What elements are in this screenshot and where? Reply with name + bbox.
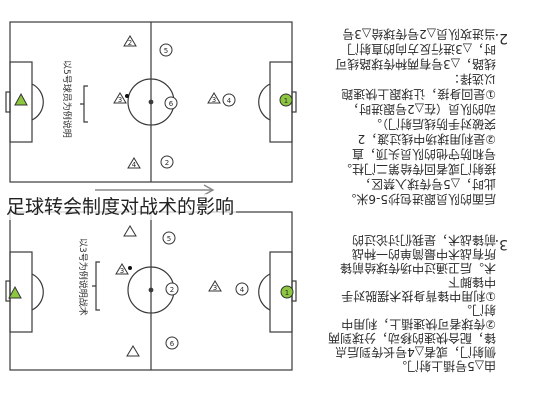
opponent-circle [165, 282, 179, 296]
penalty-arc-left [31, 273, 44, 311]
opponent-circle [162, 231, 176, 245]
player-triangle [123, 225, 137, 237]
section-line: ①是回身接，让球跟上快速跑 [341, 87, 496, 102]
section-number: 2. [495, 30, 508, 46]
section-line: ②传球者可快速插上，利用中 [341, 317, 496, 332]
opponent-label: 6 [170, 340, 175, 348]
section-line: 锋，配合快速的移动，分球到两 [328, 331, 496, 346]
player-label: 2 [128, 39, 132, 47]
player-label: 4 [132, 161, 137, 169]
opponent-circle [164, 96, 178, 110]
penalty-arc-right [258, 83, 271, 121]
goal-left [5, 91, 11, 113]
opponent-circle [222, 93, 236, 107]
center-spot [148, 99, 154, 105]
bracket-mark [80, 85, 88, 123]
opponent-label: 2 [165, 159, 169, 167]
section-line: 前锋战术，是我们讨论过的 [352, 233, 496, 248]
caption-title: 足球转会制度对战术的影响 [4, 194, 237, 220]
goalkeeper-triangle [8, 285, 22, 299]
opponent-label: 4 [227, 97, 232, 105]
player-triangle [123, 35, 137, 47]
section-line: ②是利用球场中线过渡，2 [358, 132, 496, 147]
penalty-arc-right [258, 273, 271, 311]
player-label: 3 [212, 96, 216, 104]
goalkeeper-triangle [14, 92, 28, 106]
annotation-bottom: 以3号为例说明战术 [77, 238, 89, 316]
section-2-text: 2.当进攻队员△2号传球给△3号时，△3进行反方向的直射门线路，△3号有两种传球… [335, 27, 508, 207]
annotation-top: 以5号球员为例说明 [61, 60, 73, 138]
player-triangle [115, 263, 129, 275]
section-line: 动的队员（在△2号跟进时， [347, 102, 496, 117]
ball [128, 266, 132, 270]
opponent-label: 4 [240, 286, 245, 294]
section-number: 3. [495, 236, 508, 252]
section-line: 此时，△5号传球入禁区， [359, 177, 496, 192]
goal-left [5, 280, 11, 302]
field-diagram-bottom [5, 211, 297, 371]
player-triangle [113, 92, 127, 104]
section-line: 突破对手防线后射门）。 [370, 117, 496, 132]
player-triangle [127, 157, 141, 169]
keeper-circle [279, 93, 293, 107]
player-triangle [208, 280, 222, 292]
player-triangle [126, 345, 140, 357]
section-line: 时，△3进行反方向的直射门 [347, 42, 496, 57]
opponent-circle [235, 282, 249, 296]
section-line: 侧射门，或者△4号长传到后点 [335, 345, 496, 360]
section-line: 中锋脚下 [448, 275, 496, 290]
center-spot [148, 287, 154, 293]
section-line: 所有战术中最简单的一种战 [352, 247, 496, 262]
section-line: 术。后卫通过中场传球给前锋 [340, 261, 496, 276]
direction-arrow [95, 184, 215, 196]
section-line: 后面的队员跟进包抄5-6米。 [344, 192, 496, 207]
opponent-circle [165, 336, 179, 350]
keeper-circle [280, 285, 294, 299]
player-label: 3 [120, 267, 124, 275]
keeper-label: 1 [284, 97, 288, 105]
opponent-label: 5 [167, 235, 171, 243]
bracket-mark [92, 261, 100, 311]
section-line: 接射门或者回传给第二门柱。 [340, 162, 496, 177]
player-triangle [207, 92, 221, 104]
field-diagram-top [5, 21, 297, 183]
opponent-circle [159, 43, 173, 57]
player-label: 3 [118, 96, 122, 104]
keeper-label: 1 [285, 289, 289, 297]
section-line: ①利用中锋背身技术摆脱对手 [341, 289, 496, 304]
section-line: 号和防守他的队员头顶，直 [352, 147, 496, 162]
section-3-text: 3.前锋战术，是我们讨论过的所有战术中最简单的一种战术。后卫通过中场传球给前锋中… [328, 233, 508, 374]
opponent-label: 5 [164, 47, 168, 55]
players-top: 2 3 4 5 6 2 3 4 1 [14, 35, 293, 169]
section-line: 由△5号插上射门。 [395, 359, 496, 374]
section-line: 射门。 [460, 303, 496, 318]
player-label: 3 [213, 284, 217, 292]
section-line: 线路，△3号有两种传球路线可 [335, 57, 496, 72]
opponent-circle [160, 155, 174, 169]
penalty-arc-left [31, 83, 44, 121]
section-line: 当进攻队员△2号传球给△3号 [342, 27, 496, 42]
opponent-label: 2 [170, 286, 174, 294]
opponent-label: 6 [169, 100, 174, 108]
ball [125, 94, 129, 98]
players-bottom: 3 5 6 2 3 4 1 [8, 225, 294, 357]
section-line: 以选择： [448, 72, 496, 86]
